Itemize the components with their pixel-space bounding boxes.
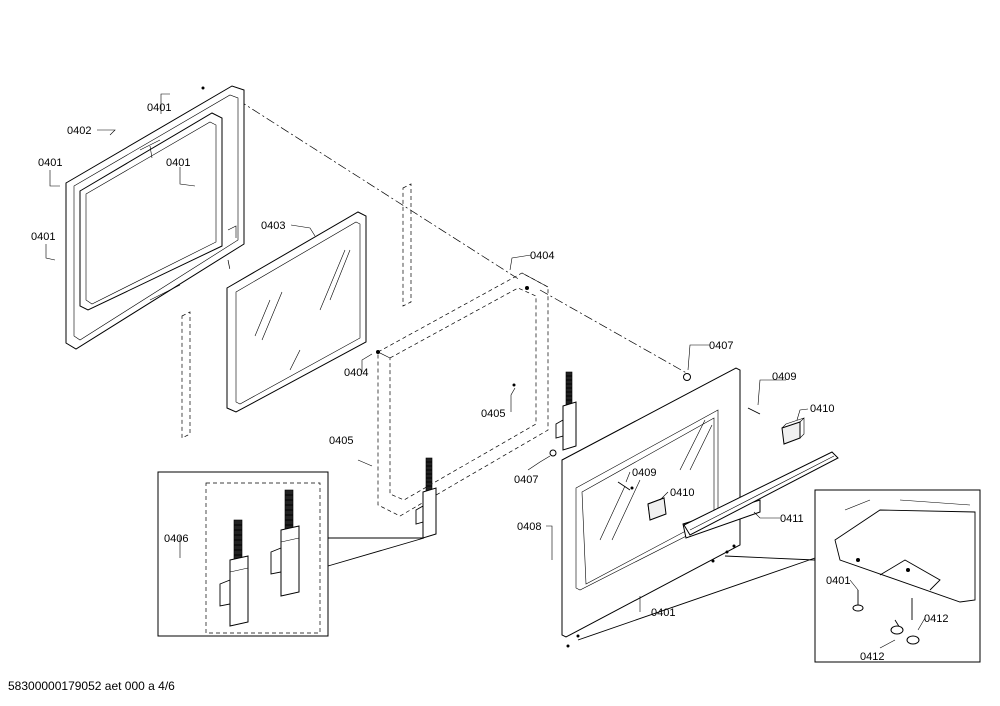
alignment-lines bbox=[227, 99, 691, 376]
label-0405: 0405 bbox=[481, 408, 505, 420]
clip-0410-lower bbox=[647, 497, 667, 521]
label-0410: 0410 bbox=[670, 487, 694, 499]
label-0412: 0412 bbox=[860, 651, 884, 663]
label-0401: 0401 bbox=[166, 157, 190, 169]
handle-0411 bbox=[683, 451, 839, 536]
leader-lines bbox=[45, 93, 926, 649]
label-0401: 0401 bbox=[826, 575, 850, 587]
hinge-0405-lower bbox=[415, 457, 437, 539]
screw-0409-upper bbox=[747, 407, 761, 415]
detail-pointer-lines bbox=[327, 537, 425, 567]
label-0409: 0409 bbox=[772, 371, 796, 383]
label-0407: 0407 bbox=[709, 340, 733, 352]
hinge-0405-upper bbox=[555, 371, 577, 451]
document-id-footer: 58300000179052 aet 000 a 4/6 bbox=[8, 679, 175, 693]
label-0409: 0409 bbox=[632, 467, 656, 479]
label-0405: 0405 bbox=[329, 435, 353, 447]
label-0403: 0403 bbox=[261, 220, 285, 232]
washer-0407 bbox=[549, 449, 557, 457]
label-0401: 0401 bbox=[31, 231, 55, 243]
fastener-pointer-lines bbox=[577, 555, 816, 641]
glass-pane-0403 bbox=[226, 211, 367, 413]
clip-0410-upper bbox=[781, 417, 805, 445]
label-0404: 0404 bbox=[344, 367, 368, 379]
label-0410: 0410 bbox=[810, 403, 834, 415]
label-0401: 0401 bbox=[38, 157, 62, 169]
label-0401: 0401 bbox=[147, 102, 171, 114]
label-0407: 0407 bbox=[514, 474, 538, 486]
label-0406: 0406 bbox=[164, 533, 188, 545]
washer-0407-upper bbox=[683, 373, 691, 381]
screw-0409-lower bbox=[617, 481, 631, 491]
fastener-detail-box bbox=[814, 489, 981, 663]
seal-strips bbox=[181, 183, 412, 439]
label-0412: 0412 bbox=[924, 613, 948, 625]
door-outer-panel-0402 bbox=[65, 85, 245, 350]
label-0402: 0402 bbox=[67, 125, 91, 137]
label-0401: 0401 bbox=[651, 607, 675, 619]
inner-frame-0404 bbox=[376, 272, 549, 517]
label-0411: 0411 bbox=[780, 513, 804, 525]
hinge-detail-box-0406 bbox=[157, 471, 329, 637]
part-labels: 0401 0402 0401 0401 0401 0403 0404 0404 … bbox=[31, 102, 948, 663]
label-0408: 0408 bbox=[517, 521, 541, 533]
label-0404: 0404 bbox=[530, 250, 554, 262]
